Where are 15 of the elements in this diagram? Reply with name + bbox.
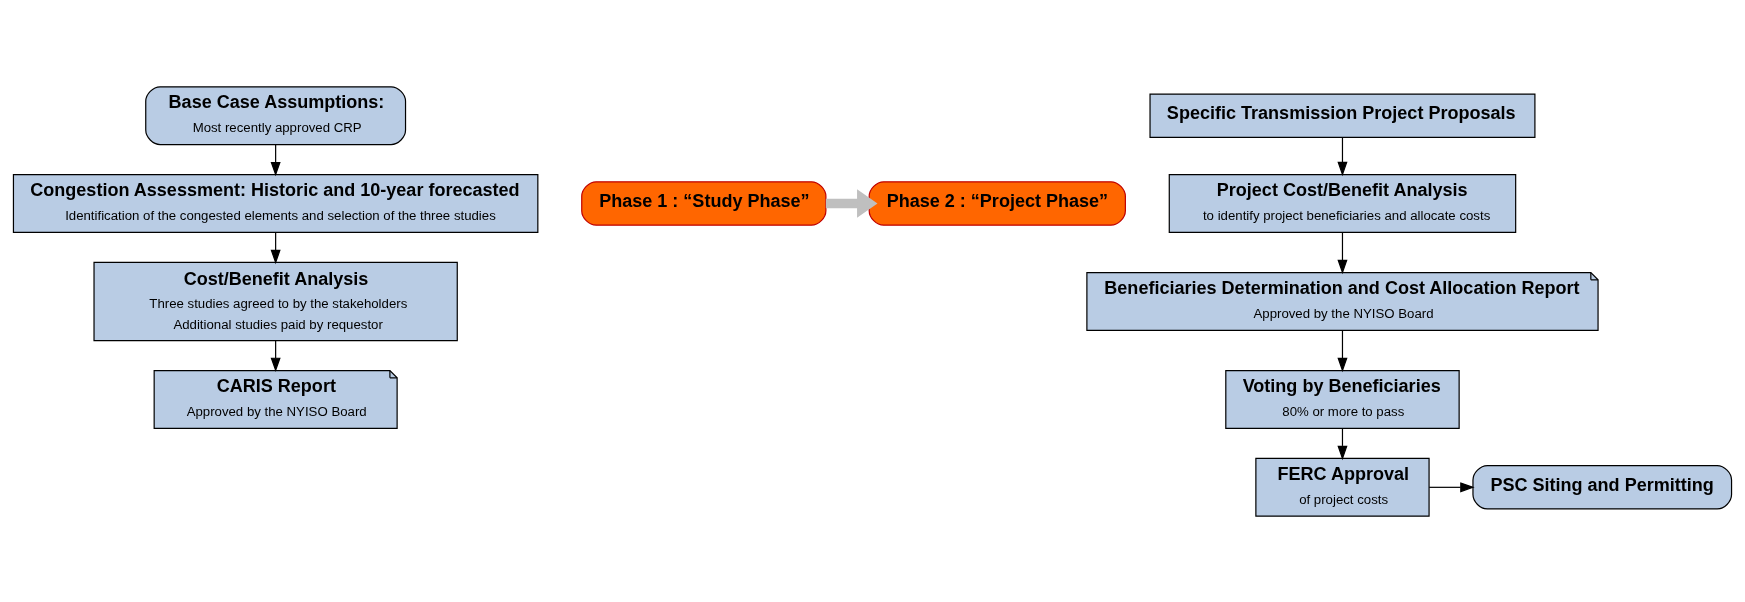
node-box: Base Case Assumptions: Most recently approved CRP — [145, 85, 407, 145]
node-box: FERC Approval of project costs — [1255, 457, 1430, 517]
node-box: Phase 1 : “Study Phase” — [581, 180, 827, 226]
node-box: Voting by Beneficiaries 80% or more to pass — [1225, 369, 1460, 429]
node-box: PSC Siting and Permitting — [1472, 464, 1733, 510]
arrow — [1337, 231, 1348, 274]
node-box: Phase 2 : “Project Phase” — [868, 180, 1126, 226]
arrow — [1428, 481, 1475, 492]
arrow — [1337, 329, 1348, 372]
arrow — [825, 188, 878, 218]
node-box: Specific Transmission Project Proposals — [1149, 92, 1536, 138]
node-box: Congestion Assessment: Historic and 10-year forecasted Identification of the congested elements and selection of the three studies — [12, 173, 539, 233]
arrow — [1337, 136, 1348, 176]
node-box: Cost/Benefit Analysis Three studies agreed to by the stakeholders Additional studies paid by requestor — [93, 261, 458, 341]
node-box: Project Cost/Benefit Analysis to identify project beneficiaries and allocate costs — [1168, 173, 1517, 233]
